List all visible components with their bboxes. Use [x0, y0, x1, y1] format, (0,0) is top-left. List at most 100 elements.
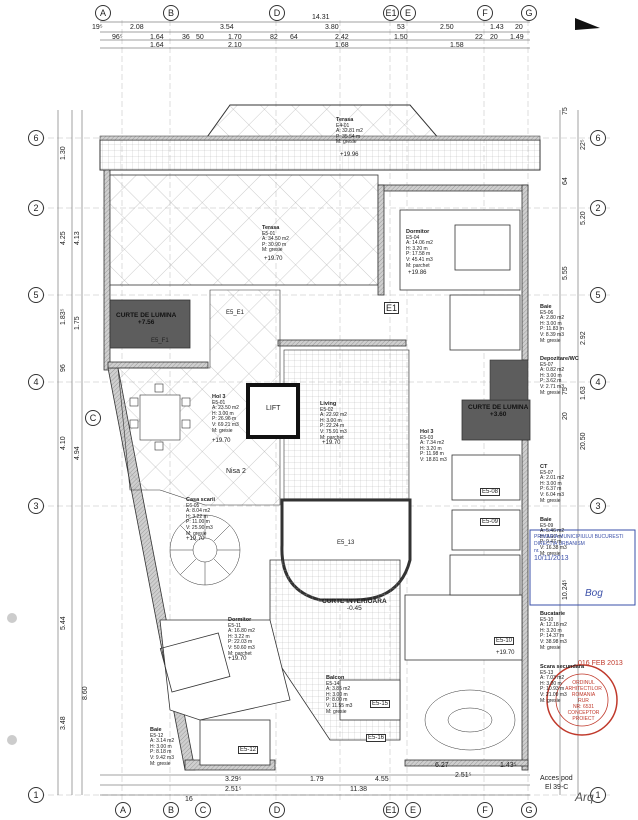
dim-top: 1.50: [394, 34, 408, 41]
dim-right: 10.24⁵: [562, 579, 569, 600]
room-label-casa-scari: Casa scarii E6-05 A: 8.04 m2 H: 3.22 m P…: [186, 497, 216, 537]
dim-right: 20.50: [580, 432, 587, 450]
light-court-right-label: CURTE DE LUMINA +3.60: [468, 404, 529, 418]
right-rooms: [199, 294, 521, 766]
approval-stamp-text: PRIMARIA MUNICIPIULUI BUCURESTI DIRECTIA…: [534, 534, 624, 562]
approval-stamp: [529, 529, 636, 606]
terrace-area: [107, 174, 379, 286]
attic-access-code: El 39-C: [545, 784, 569, 791]
hall-floor: [117, 289, 281, 506]
dim-top: 82: [270, 34, 278, 41]
lift-label: LIFT: [266, 405, 281, 412]
grid-letter-top: E: [400, 5, 416, 21]
dim-right: 5.20: [580, 211, 587, 225]
dim-left: 3.48: [60, 716, 67, 730]
dim-top: 2.50: [440, 24, 454, 31]
dim-left: 1.30: [60, 146, 67, 160]
grid-letter-bottom: G: [521, 802, 537, 818]
room-label-baie3: Baie E5-12 A: 3.14 m2 H: 3.00 m P: 8.18 …: [150, 727, 175, 767]
dim-top: 96⁵: [112, 34, 123, 41]
grid-letter-top: D: [269, 5, 285, 21]
tag-e5-e1: E5_E1: [226, 310, 245, 316]
architect-stamp-text: ORDINUL ARHITECTILOR ROMANIA RUR NR: 653…: [565, 680, 602, 722]
room-label-terasa-top: Terasa E4-01 A: 32.81 m2 P: 35.54 m M: g…: [336, 117, 363, 146]
dim-top: 64: [290, 34, 298, 41]
signature-bottom: Arq: [575, 790, 594, 804]
level-bucatarie: +19.70: [496, 650, 515, 656]
dim-top: 1.68: [335, 42, 349, 49]
dim-top: 3.54: [220, 24, 234, 31]
room-label-living: Living E5-02 A: 22.92 m2 H: 3.00 m P: 22…: [320, 401, 347, 441]
dim-right: 2.92: [580, 331, 587, 345]
living-floor: [283, 349, 410, 511]
grid-number-right: 5: [590, 287, 606, 303]
lift-shaft: [246, 383, 300, 439]
room-label-baie2: Baie E5-09 A: 5.46 m2 H: 3.00 m P: 9.47 …: [540, 517, 567, 557]
grid-letter-bottom: B: [163, 802, 179, 818]
dim-bottom: 4.55: [375, 776, 389, 783]
dim-bottom: 3.29⁵: [225, 776, 242, 783]
niche-label: Nisa 2: [226, 468, 246, 475]
grid-number-left: 4: [28, 374, 44, 390]
level-living: +19.70: [322, 440, 341, 446]
grid-letter-top: F: [477, 5, 493, 21]
dim-right: 75: [562, 107, 569, 115]
grid-letter-bottom: F: [477, 802, 493, 818]
dim-right: 64: [562, 177, 569, 185]
dining-table: [129, 383, 191, 451]
level-casa-scari: +19.70: [186, 536, 205, 542]
grid-letter-top: B: [163, 5, 179, 21]
room-label-scara-sec: Scara secundara E5-13 A: 7.03 m2 H: 3.00…: [540, 664, 585, 704]
dim-left: 96: [60, 364, 67, 372]
room-label-hol2: Hol 3 E5-03 A: 7.34 m2 H: 3.20 m P: 11.9…: [420, 429, 447, 463]
dim-left: 4.25: [60, 231, 67, 245]
dim-top: 20: [515, 24, 523, 31]
dim-top: 1.58: [450, 42, 464, 49]
bed-bottom: [159, 632, 231, 693]
light-court-left-label: CURTE DE LUMINA +7.56: [116, 312, 177, 326]
tag-e5-08: E5-08: [480, 488, 501, 496]
bed-top: [454, 224, 511, 271]
grid-letter-bottom: E: [405, 802, 421, 818]
date-stamp: 016 FEB 2013: [578, 660, 623, 667]
north-arrow-icon: [575, 18, 600, 30]
grid-letter-top: G: [521, 5, 537, 21]
tag-e5-09: E5-09: [480, 518, 501, 526]
dim-top: 1.64: [150, 42, 164, 49]
top-terrace: [99, 104, 541, 171]
grid-letter-bottom: C: [195, 802, 211, 818]
grid-number-right: 1: [590, 787, 606, 803]
dim-right: 22⁵: [580, 139, 587, 150]
dim-top: 2.10: [228, 42, 242, 49]
room-label-terasa: Terasa E5-01 A: 34.50 m2 P: 30.90 m M: g…: [262, 225, 289, 254]
punch-hole-icon: [7, 735, 17, 745]
architect-stamp: [546, 664, 618, 736]
attic-access-label: Acces pod: [540, 775, 573, 782]
tag-e5-15: E5-15: [370, 700, 391, 708]
dim-left: 4.10: [60, 436, 67, 450]
dim-top: 1.43: [490, 24, 504, 31]
grid-number-right: 4: [590, 374, 606, 390]
grid-number-left: 3: [28, 498, 44, 514]
grid-number-right: 3: [590, 498, 606, 514]
spiral-stair-left: [169, 514, 241, 586]
grid-letter-top: E1: [383, 5, 399, 21]
dim-top: 1.70: [228, 34, 242, 41]
tag-e1: E1: [384, 302, 400, 314]
bedroom-top-floor: [399, 209, 521, 291]
dim-bottom: 11.38: [350, 786, 367, 793]
level-terasa: +19.70: [264, 256, 283, 262]
level-dormitor2: +19.70: [228, 656, 247, 662]
dim-top: 3.80: [325, 24, 339, 31]
level-dormitor1: +19.86: [408, 270, 427, 276]
room-label-dormitor1: Dormitor E5-04 A: 14.06 m2 H: 3.20 m P: …: [406, 229, 433, 269]
dim-top: 2.42: [335, 34, 349, 41]
tag-e5-f1: E5_F1: [151, 338, 169, 344]
dim-top: 1.49: [510, 34, 524, 41]
dim-left: 4.94: [74, 446, 81, 460]
light-court-right: [461, 399, 531, 441]
tag-e5-12: E5-12: [238, 746, 259, 754]
dim-right: 5.55: [562, 266, 569, 280]
dim-left: 5.44: [60, 616, 67, 630]
